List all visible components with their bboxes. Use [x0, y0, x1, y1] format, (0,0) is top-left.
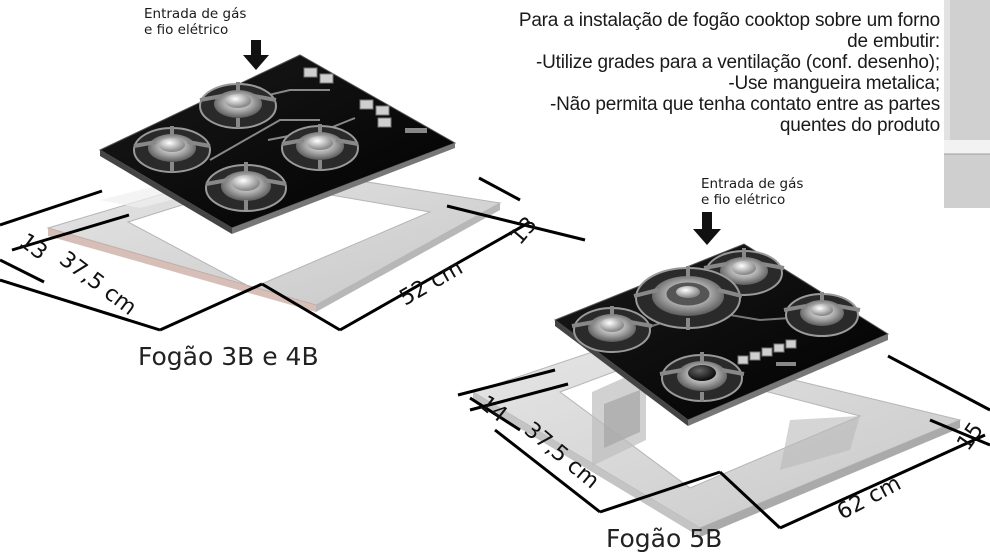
bottom-gas-arrow: [693, 212, 721, 245]
top-cooktop-glass: [98, 54, 457, 234]
bottom-dimension-lines: [457, 354, 990, 530]
note-line-3: -Utilize grades para a ventilação (conf.…: [535, 52, 940, 73]
top-burner-2: [133, 126, 211, 173]
note-line-2: de embutir:: [847, 31, 940, 52]
installation-note: Para a instalação de fogão cooktop sobre…: [470, 10, 940, 136]
bottom-cooktop-burners: [571, 248, 861, 402]
bottom-burner-3: [571, 306, 653, 353]
top-cooktop-knobs: [303, 67, 427, 133]
top-dim-right: 13: [505, 212, 542, 250]
top-gas-label-line2: e fio elétrico: [144, 22, 229, 38]
top-dim-width: 52 cm: [396, 255, 468, 311]
bottom-gas-label-line2: e fio elétrico: [701, 192, 786, 208]
note-line-4: -Use mangueira metalica;: [728, 73, 940, 94]
bottom-burner-2: [633, 266, 743, 330]
top-burner-4: [205, 162, 287, 212]
bottom-model-label: Fogão 5B: [606, 524, 723, 553]
top-dimension-lines: [0, 176, 586, 332]
bottom-burner-5: [659, 352, 745, 402]
bottom-dim-width: 62 cm: [833, 471, 905, 525]
top-burner-1: [199, 82, 277, 129]
top-gas-label-line1: Entrada de gás: [144, 6, 247, 22]
top-gas-label: Entrada de gás e fio elétrico: [144, 6, 246, 38]
top-cooktop-burners: [133, 82, 359, 212]
bottom-gas-label-line1: Entrada de gás: [701, 176, 804, 192]
oven-thumbnail: [944, 0, 990, 208]
note-line-1: Para a instalação de fogão cooktop sobre…: [518, 10, 940, 31]
bottom-cooktop-knobs: [737, 339, 797, 366]
top-dim-left: 13: [14, 229, 51, 266]
note-line-5: -Não permita que tenha contato entre as …: [549, 94, 940, 115]
bottom-burner-4: [783, 292, 861, 337]
top-burner-3: [281, 124, 359, 171]
top-gas-arrow: [243, 40, 269, 70]
bottom-gas-label: Entrada de gás e fio elétrico: [701, 176, 803, 208]
top-model-label: Fogão 3B e 4B: [138, 342, 319, 371]
note-line-6: quentes do produto: [779, 115, 940, 136]
